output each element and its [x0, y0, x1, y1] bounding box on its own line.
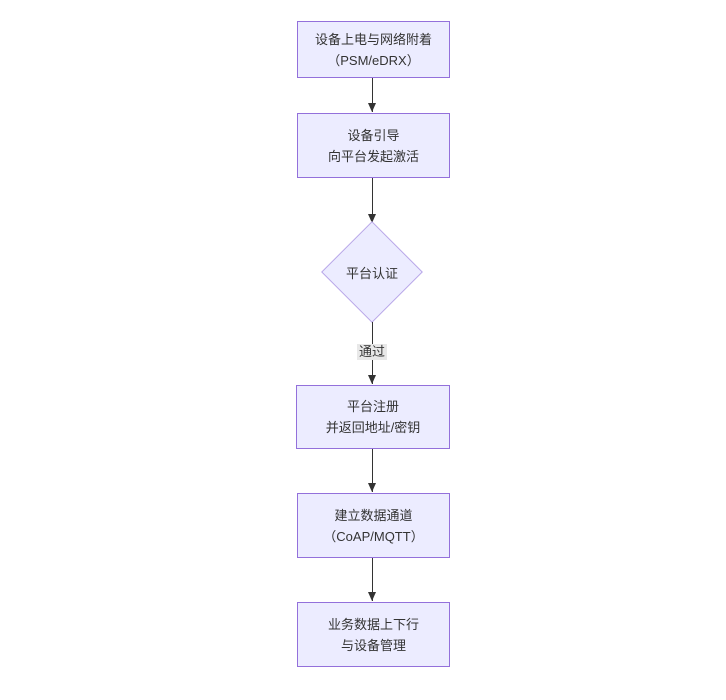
arrow-down-icon	[368, 214, 376, 223]
node-label-line: 建立数据通道	[334, 507, 413, 523]
node-label-line: 与设备管理	[340, 637, 406, 653]
node-label-line: 平台注册	[346, 399, 399, 414]
node-label-line: 向平台发起激活	[327, 148, 419, 164]
node-label-line: 并返回地址/密钥	[325, 420, 421, 435]
edge-line-4	[368, 449, 376, 492]
edge-label-pass: 通过	[356, 344, 388, 360]
node-label-line: 设备引导	[347, 127, 400, 143]
arrow-down-icon	[368, 375, 376, 384]
node-device-bootstrap: 设备引导 向平台发起激活	[297, 113, 450, 178]
node-label-line: （CoAP/MQTT）	[323, 528, 424, 544]
node-platform-register: 平台注册 并返回地址/密钥	[296, 385, 450, 449]
node-platform-auth-decision: 平台认证	[321, 221, 423, 323]
node-label-line: （PSM/eDRX）	[327, 52, 420, 68]
edge-line-1	[368, 78, 376, 112]
node-label-line: 平台认证	[345, 265, 398, 281]
arrow-down-icon	[368, 592, 376, 601]
node-power-network-attach: 设备上电与网络附着 （PSM/eDRX）	[297, 21, 450, 78]
node-label-line: 设备上电与网络附着	[314, 31, 432, 47]
node-data-channel: 建立数据通道 （CoAP/MQTT）	[297, 493, 450, 558]
edge-line-2	[368, 178, 376, 223]
arrow-down-icon	[368, 103, 376, 112]
edge-line-5	[368, 558, 376, 601]
node-label-line: 业务数据上下行	[327, 616, 419, 632]
node-business-data-mgmt: 业务数据上下行 与设备管理	[297, 602, 450, 667]
arrow-down-icon	[368, 483, 376, 492]
